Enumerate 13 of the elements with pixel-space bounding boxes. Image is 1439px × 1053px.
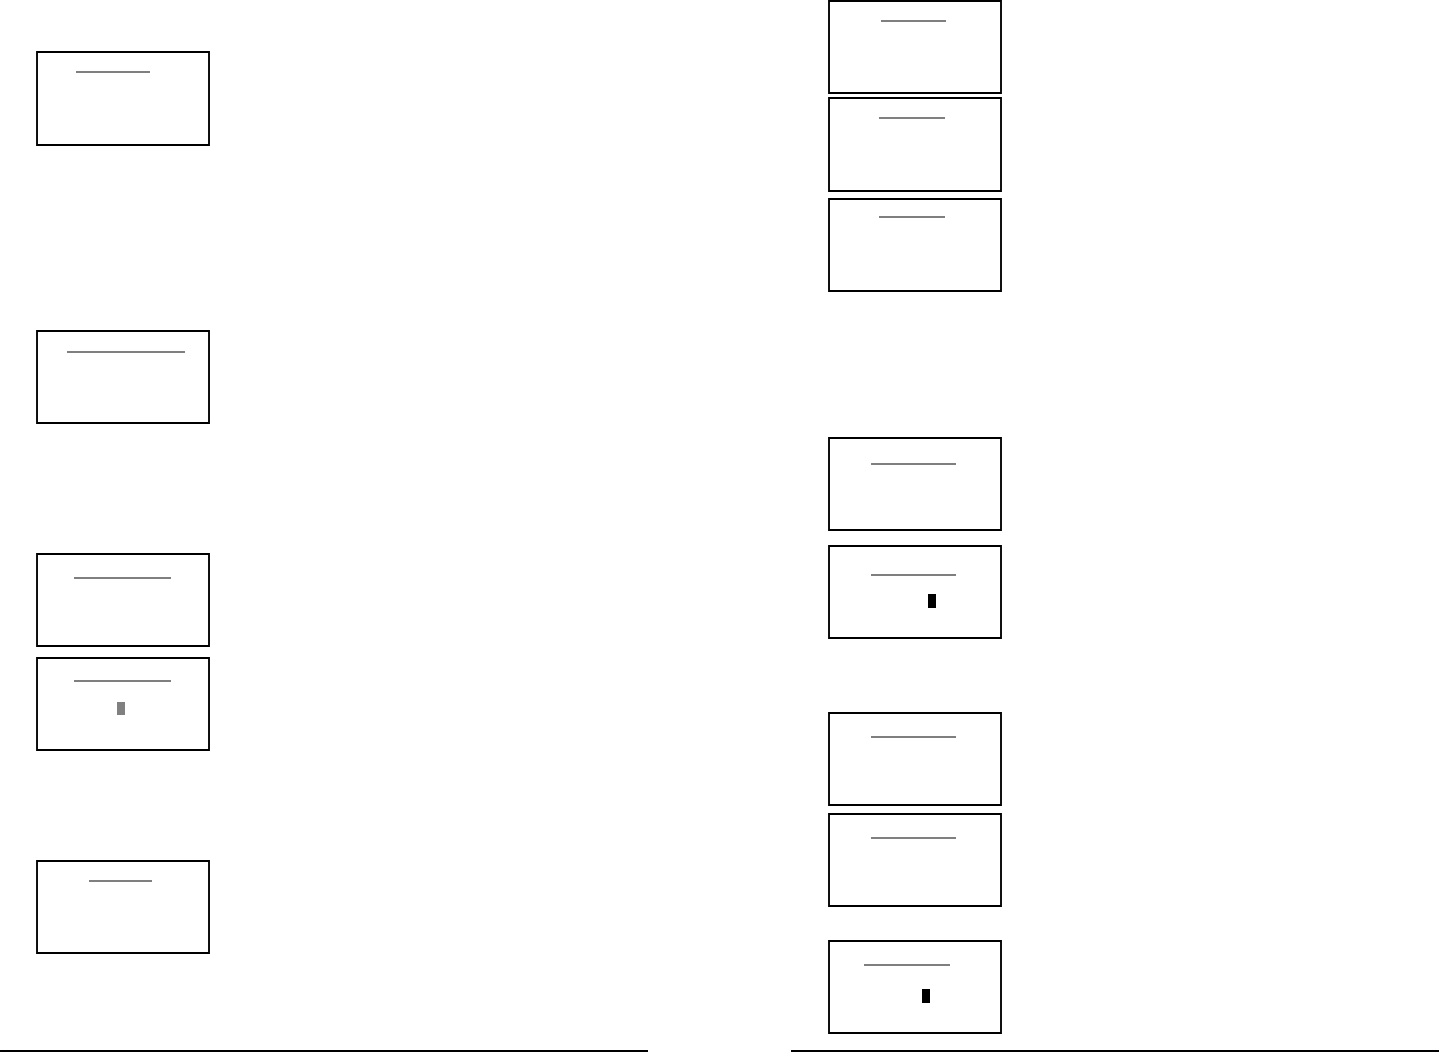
display-box xyxy=(828,545,1002,639)
display-box xyxy=(36,51,210,146)
display-box xyxy=(828,940,1002,1034)
display-box xyxy=(828,437,1002,531)
display-box xyxy=(828,198,1002,292)
display-box xyxy=(828,0,1002,94)
display-box xyxy=(828,813,1002,907)
display-box xyxy=(828,712,1002,806)
display-box xyxy=(828,97,1002,192)
display-box xyxy=(36,553,210,647)
display-box xyxy=(36,330,210,424)
display-box xyxy=(36,860,210,954)
display-box xyxy=(36,657,210,751)
